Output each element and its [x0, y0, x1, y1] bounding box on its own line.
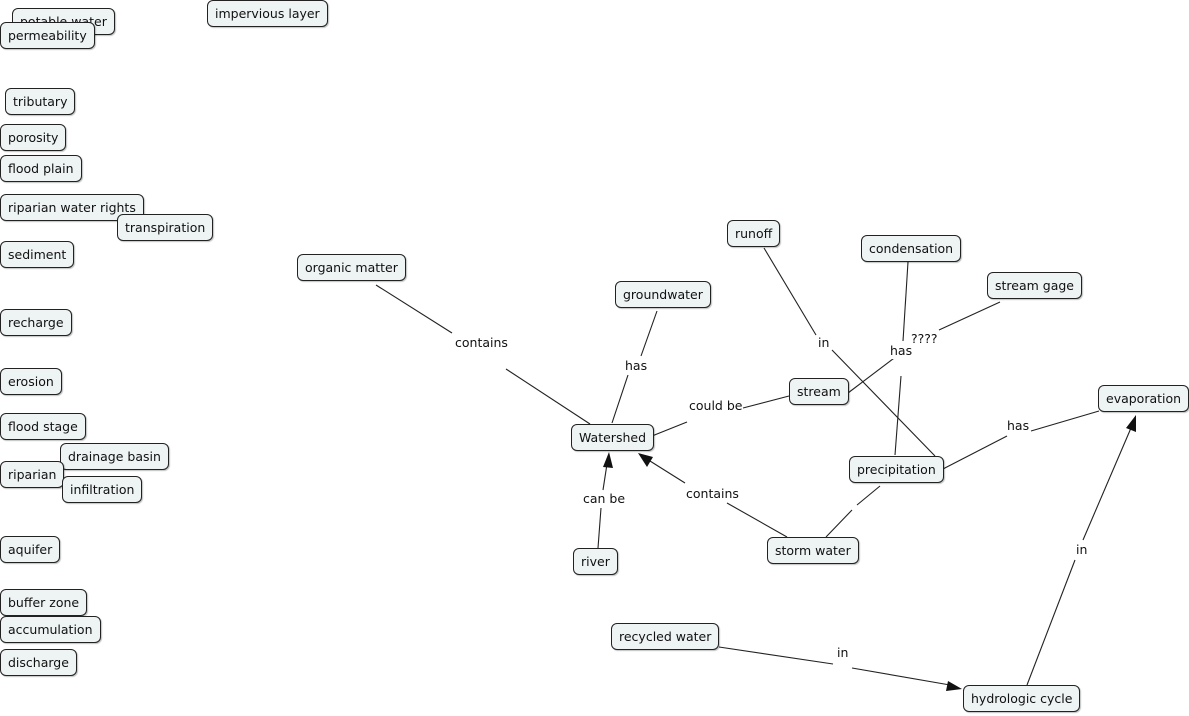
link-contains-storm-water[interactable]: contains [685, 486, 740, 502]
connector [718, 646, 834, 665]
connector [938, 301, 1001, 331]
connector [763, 247, 817, 336]
concept-tributary[interactable]: tributary [5, 88, 76, 115]
concept-buffer-zone[interactable]: buffer zone [0, 589, 88, 616]
arrowhead [1126, 415, 1136, 432]
connector [602, 463, 608, 491]
link-has-groundwater[interactable]: has [624, 358, 649, 374]
connector [831, 349, 936, 457]
concept-drainage-basin[interactable]: drainage basin [60, 443, 169, 470]
concept-watershed[interactable]: Watershed [571, 424, 655, 451]
concept-storm-water[interactable]: storm water [767, 537, 859, 564]
concept-flood-plain[interactable]: flood plain [0, 155, 82, 182]
link-could-be[interactable]: could be [688, 398, 744, 414]
link-in-recycled-water[interactable]: in [836, 645, 850, 661]
connector [649, 460, 686, 484]
connector [726, 502, 788, 538]
connector [742, 395, 790, 409]
connector [1026, 559, 1076, 686]
concept-evaporation[interactable]: evaporation [1098, 385, 1189, 412]
concept-organic-matter[interactable]: organic matter [297, 254, 406, 281]
concept-accumulation[interactable]: accumulation [0, 616, 101, 643]
concept-permeability[interactable]: permeability [0, 22, 95, 49]
concept-runoff[interactable]: runoff [727, 220, 781, 247]
link-has-evaporation[interactable]: has [1006, 418, 1031, 434]
concept-impervious-layer[interactable]: impervious layer [207, 0, 328, 27]
connector [640, 310, 658, 357]
concept-infiltration[interactable]: infiltration [62, 476, 143, 503]
connector [902, 261, 909, 342]
concept-river[interactable]: river [573, 548, 618, 575]
connector [825, 509, 853, 538]
concept-hydrologic-cycle[interactable]: hydrologic cycle [963, 685, 1081, 712]
concept-precipitation[interactable]: precipitation [849, 456, 944, 483]
link-contains-organic-matter[interactable]: contains [454, 335, 509, 351]
concept-recycled-water[interactable]: recycled water [611, 623, 720, 650]
concept-riparian[interactable]: riparian [0, 461, 65, 488]
link-in-runoff[interactable]: in [817, 335, 831, 351]
connector [851, 667, 951, 686]
connector [940, 435, 1008, 471]
concept-erosion[interactable]: erosion [0, 368, 62, 395]
concept-recharge[interactable]: recharge [0, 309, 72, 336]
concept-discharge[interactable]: discharge [0, 649, 77, 676]
concept-flood-stage[interactable]: flood stage [0, 413, 86, 440]
concept-condensation[interactable]: condensation [861, 235, 962, 262]
link-unknown-stream-gage[interactable]: ???? [910, 331, 939, 347]
concept-groundwater[interactable]: groundwater [615, 281, 711, 308]
connector [611, 374, 629, 424]
concept-aquifer[interactable]: aquifer [0, 536, 61, 563]
connector [375, 284, 453, 334]
connector [1030, 410, 1100, 432]
concept-transpiration[interactable]: transpiration [117, 214, 214, 241]
arrowhead [603, 452, 613, 468]
link-can-be[interactable]: can be [582, 491, 627, 507]
connector [894, 375, 902, 456]
arrowhead [946, 681, 962, 691]
concept-porosity[interactable]: porosity [0, 124, 67, 151]
concept-stream-gage[interactable]: stream gage [987, 272, 1082, 299]
connector [651, 421, 688, 437]
concept-stream[interactable]: stream [789, 378, 849, 405]
connector [597, 507, 602, 549]
concept-sediment[interactable]: sediment [0, 241, 75, 268]
arrowhead [638, 453, 653, 467]
link-in-evaporation[interactable]: in [1075, 542, 1089, 558]
connector [1082, 427, 1132, 541]
link-has-condensation[interactable]: has [889, 343, 914, 359]
connector [856, 485, 881, 506]
connector [505, 368, 591, 425]
